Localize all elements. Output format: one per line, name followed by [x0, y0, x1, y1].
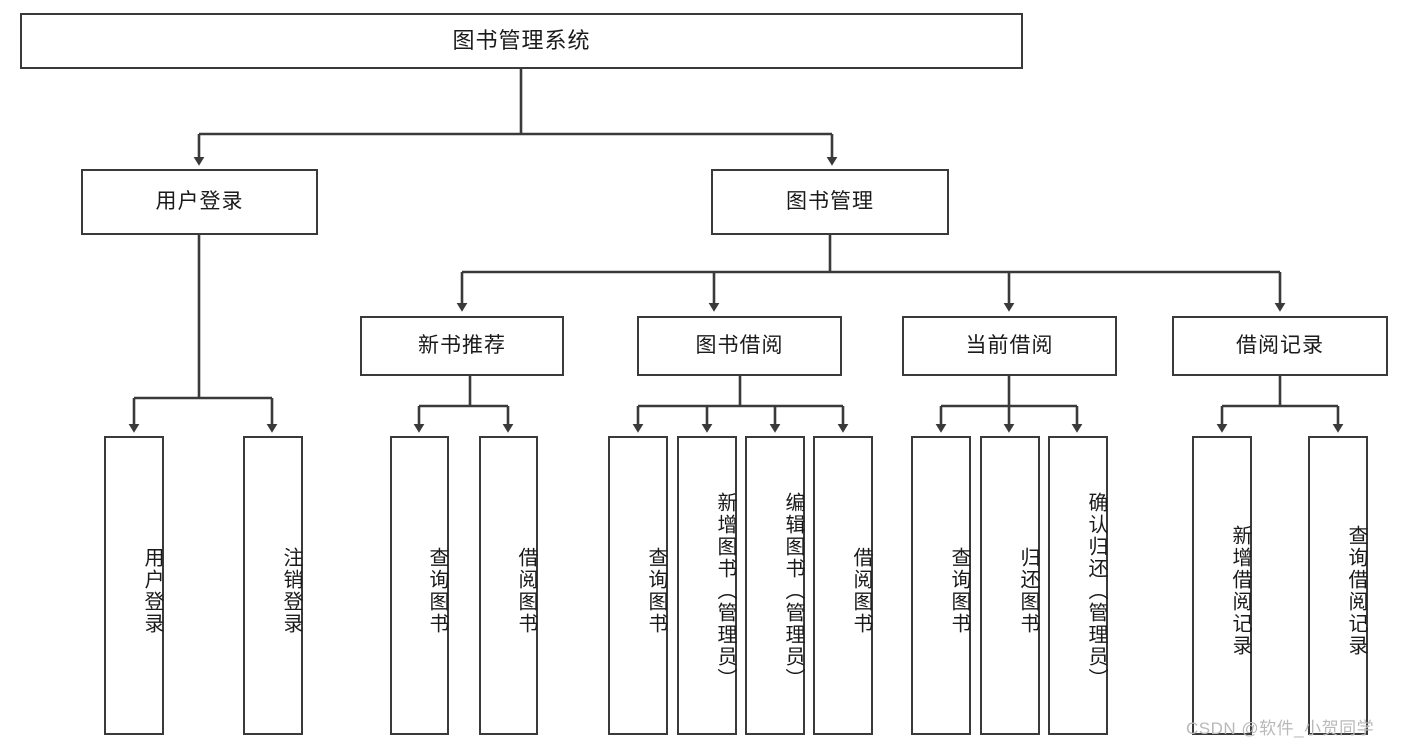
node-label: 确认归还（管理员） — [1085, 491, 1107, 690]
leaf-book-borrow-query-book[interactable]: 查询图书 — [608, 436, 668, 735]
node-label: 借阅图书 — [850, 546, 872, 635]
node-label: 新增借阅记录 — [1229, 524, 1251, 657]
leaf-current-borrow-query-book[interactable]: 查询图书 — [911, 436, 971, 735]
node-label: 查询图书 — [426, 546, 448, 635]
node-label: 用户登录 — [155, 190, 244, 214]
node-label: 图书借阅 — [695, 334, 784, 358]
node-root-book-management-system[interactable]: 图书管理系统 — [20, 13, 1023, 69]
leaf-user-login-logout[interactable]: 注销登录 — [243, 436, 303, 735]
node-label: 查询图书 — [948, 546, 970, 635]
node-label: 用户登录 — [141, 546, 163, 635]
node-label: 编辑图书（管理员） — [782, 491, 804, 690]
node-label: 新书推荐 — [418, 334, 506, 358]
csdn-watermark: CSDN @软件_小贺同学 — [1186, 719, 1375, 738]
leaf-borrow-record-add-record[interactable]: 新增借阅记录 — [1192, 436, 1252, 735]
leaf-book-borrow-borrow-book[interactable]: 借阅图书 — [813, 436, 873, 735]
leaf-current-borrow-confirm-return-admin[interactable]: 确认归还（管理员） — [1048, 436, 1108, 735]
leaf-book-borrow-add-book-admin[interactable]: 新增图书（管理员） — [677, 436, 737, 735]
leaf-borrow-record-query-record[interactable]: 查询借阅记录 — [1308, 436, 1368, 735]
node-label: 借阅图书 — [515, 546, 537, 635]
node-current-borrow[interactable]: 当前借阅 — [902, 316, 1117, 376]
leaf-user-login-login[interactable]: 用户登录 — [104, 436, 164, 735]
leaf-new-book-query-book[interactable]: 查询图书 — [390, 436, 449, 735]
node-label: 查询借阅记录 — [1345, 524, 1367, 657]
node-book-borrow[interactable]: 图书借阅 — [637, 316, 842, 376]
node-user-login[interactable]: 用户登录 — [81, 169, 318, 235]
node-label: 当前借阅 — [965, 334, 1054, 358]
node-label: 借阅记录 — [1236, 334, 1324, 358]
node-new-book-recommend[interactable]: 新书推荐 — [360, 316, 564, 376]
leaf-new-book-borrow-book[interactable]: 借阅图书 — [479, 436, 538, 735]
node-label: 注销登录 — [280, 546, 302, 635]
leaf-current-borrow-return-book[interactable]: 归还图书 — [980, 436, 1040, 735]
node-label: 新增图书（管理员） — [714, 491, 736, 690]
node-label: 归还图书 — [1017, 546, 1039, 635]
node-book-management[interactable]: 图书管理 — [711, 169, 949, 235]
node-label: 图书管理系统 — [452, 27, 591, 53]
node-label: 图书管理 — [786, 190, 874, 214]
leaf-book-borrow-edit-book-admin[interactable]: 编辑图书（管理员） — [745, 436, 805, 735]
node-label: 查询图书 — [645, 546, 667, 635]
node-borrow-record[interactable]: 借阅记录 — [1172, 316, 1388, 376]
